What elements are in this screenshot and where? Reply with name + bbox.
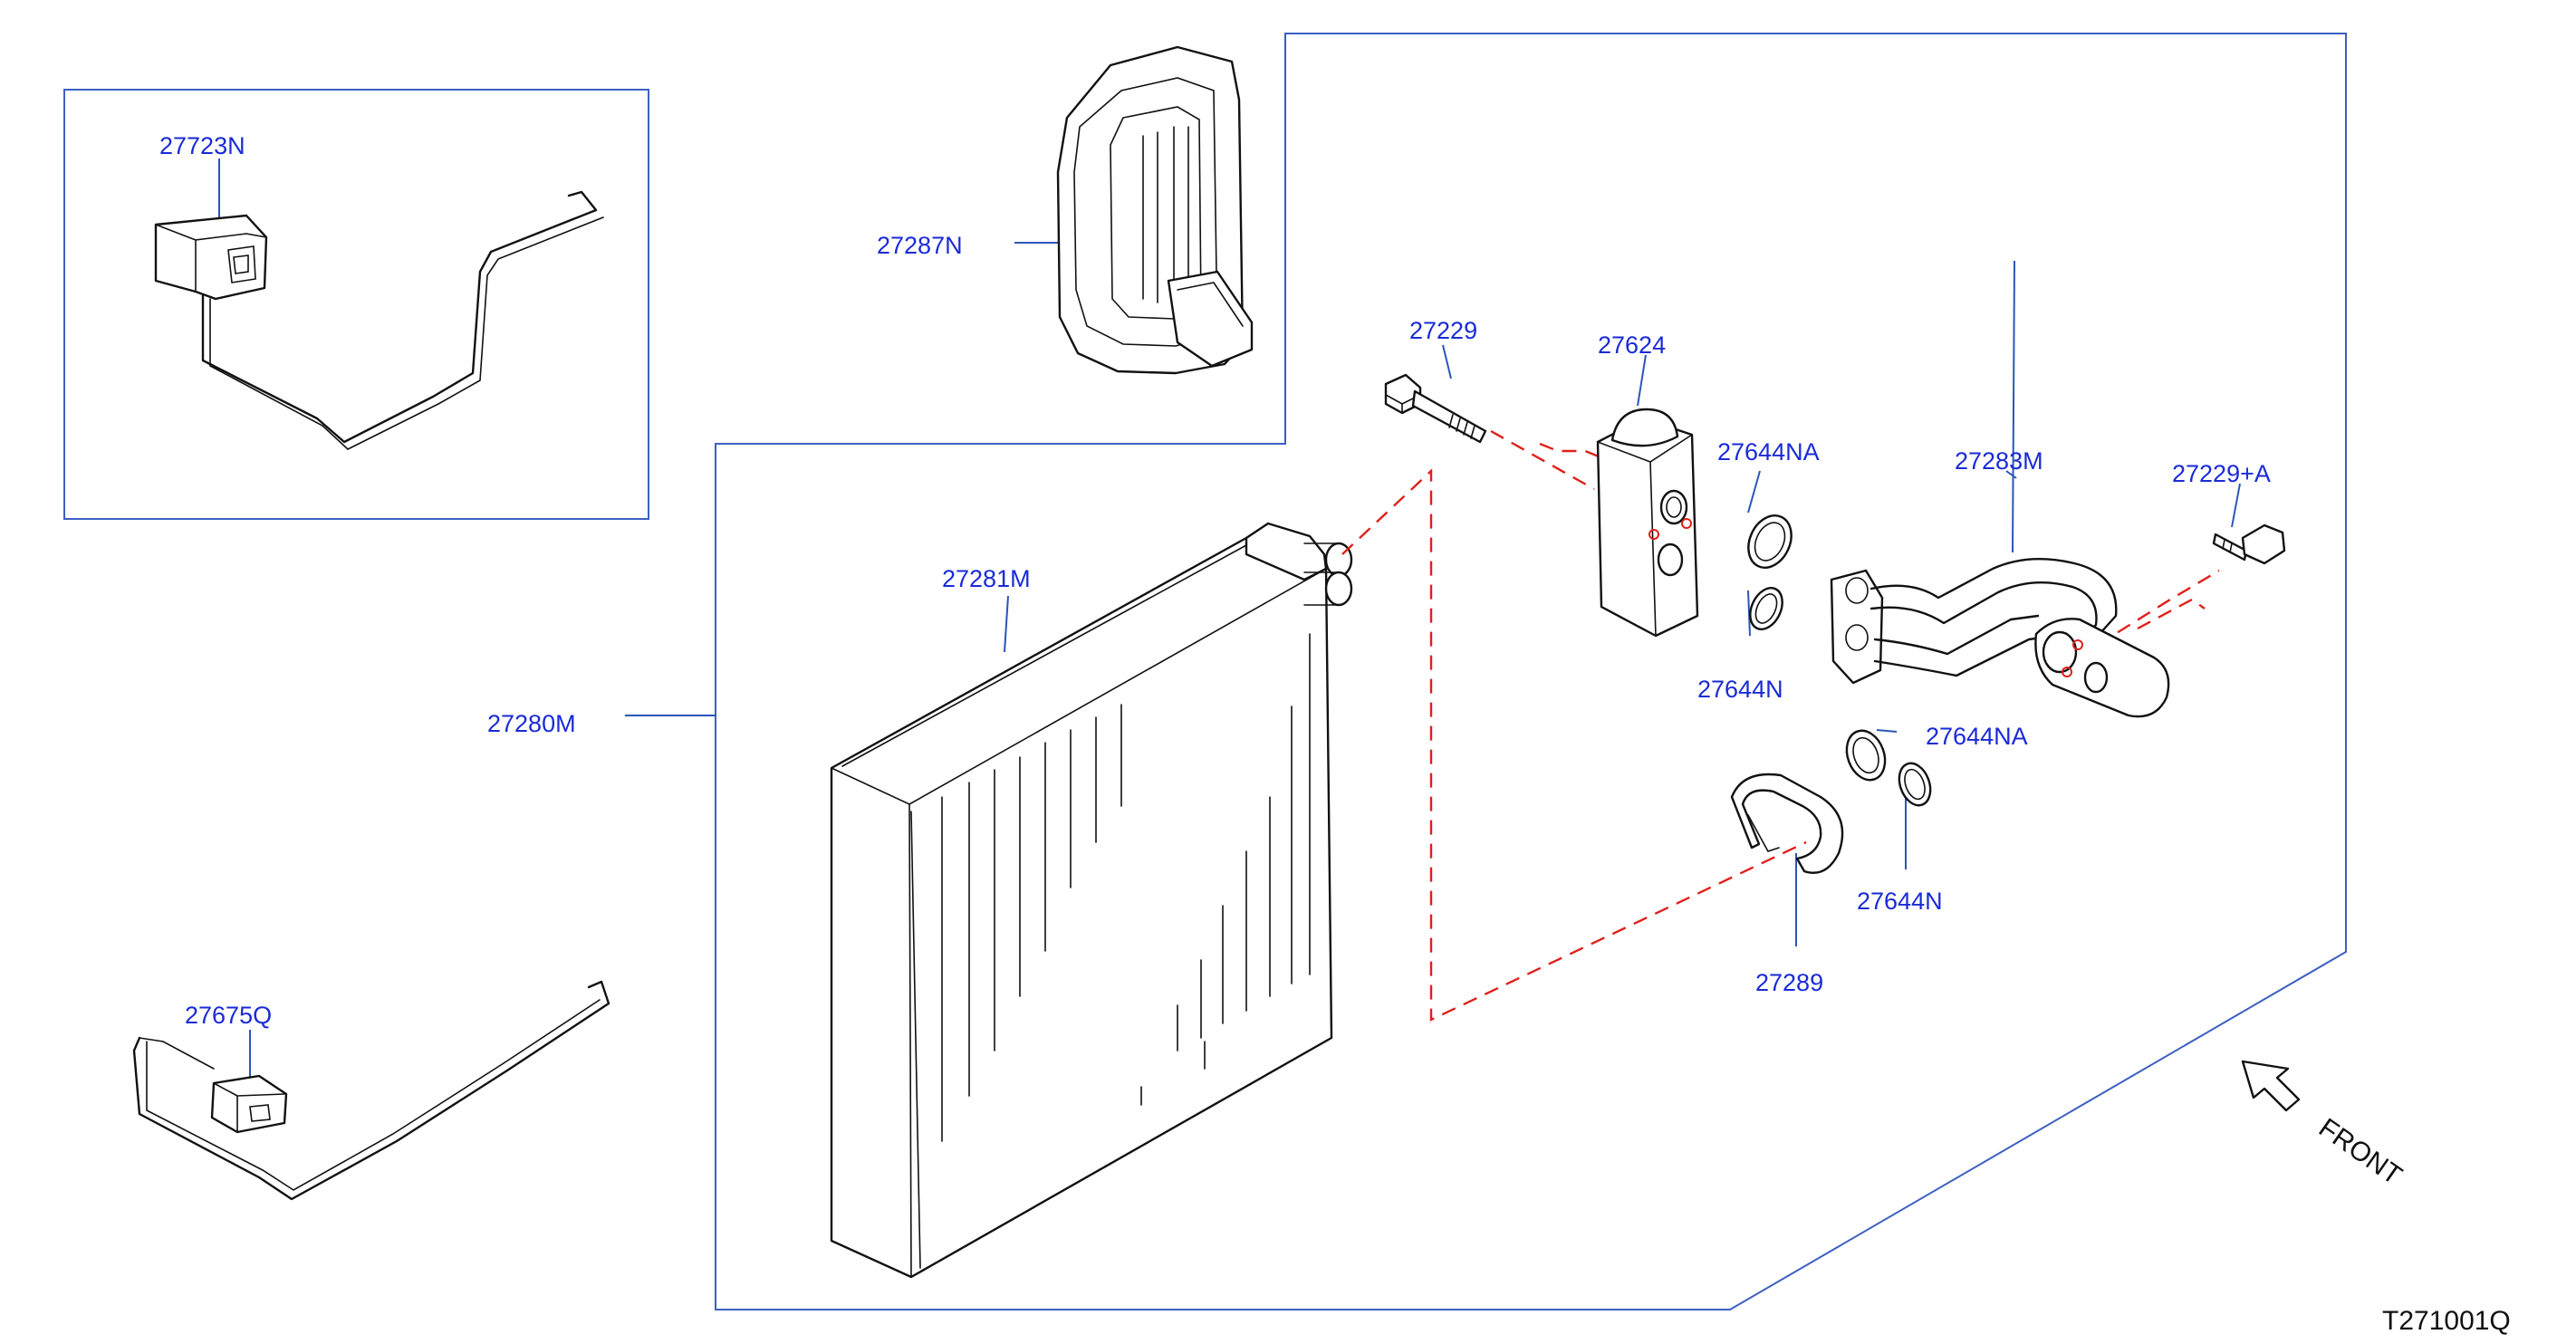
bolt-27229 (1384, 373, 1487, 444)
sensor-inset-frame (63, 89, 649, 520)
label-27644N-top: 27644N (1697, 676, 1783, 703)
front-direction-arrow (2241, 1060, 2301, 1112)
label-27229A: 27229+A (2172, 460, 2271, 487)
o-ring-27644NA-bottom (1845, 729, 1887, 782)
label-27624: 27624 (1598, 331, 1666, 359)
bolt-27229A (2212, 523, 2286, 565)
label-27280M: 27280M (487, 710, 576, 737)
reference-code: T271001Q (2382, 1306, 2511, 1336)
label-27229: 27229 (1409, 317, 1477, 344)
o-ring-27644NA-top (1747, 514, 1793, 569)
label-27644N-bottom: 27644N (1857, 888, 1943, 915)
evaporator-core-27281M (830, 522, 1353, 1279)
label-27723N: 27723N (159, 132, 245, 159)
label-27283M: 27283M (1955, 447, 2043, 475)
label-27644NA-top: 27644NA (1717, 438, 1820, 466)
sensor-27675Q (132, 980, 610, 1201)
leader-lines (218, 158, 2241, 1083)
o-ring-27644N-top (1749, 587, 1783, 630)
pipe-27283M (1830, 558, 2170, 718)
front-label: FRONT (2313, 1113, 2408, 1191)
assembly-dashed-lines (1341, 429, 2220, 1022)
label-27281M: 27281M (942, 565, 1031, 592)
evaporator-assembly-frame (715, 33, 2347, 1310)
expansion-valve-27624 (1596, 408, 1699, 638)
clip-27289 (1730, 773, 1844, 874)
label-27287N: 27287N (877, 232, 963, 259)
seal-27287N (1056, 45, 1254, 375)
label-27644NA-bottom: 27644NA (1926, 723, 2028, 750)
label-27675Q: 27675Q (185, 1002, 272, 1029)
label-27289: 27289 (1755, 969, 1823, 996)
o-ring-27644N-bottom (1898, 762, 1932, 807)
ambient-sensor-27723N (154, 190, 604, 450)
